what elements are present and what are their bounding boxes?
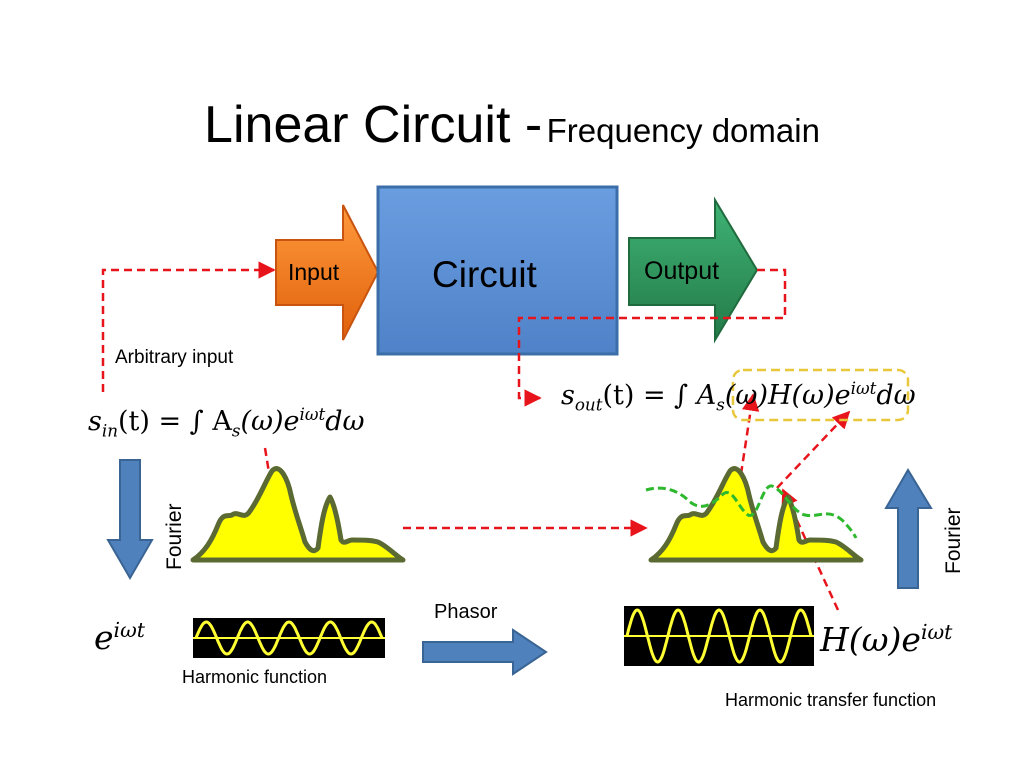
- harmonic-wave-small: [193, 618, 385, 658]
- fourier-up-arrow: [884, 468, 933, 589]
- phasor-label: Phasor: [434, 601, 498, 623]
- title-subtitle: Frequency domain: [546, 112, 820, 149]
- input-signal-equation: sin(t) = ∫ As(ω)eiωtdω: [88, 404, 365, 441]
- title-main: Linear Circuit -: [204, 96, 543, 154]
- phasor-arrow: [422, 628, 548, 676]
- harmonic-transfer-function-label: Harmonic transfer function: [725, 690, 937, 710]
- harmonic-function-label: Harmonic function: [182, 667, 328, 687]
- input-spectrum: [190, 466, 406, 563]
- output-arrow: [628, 196, 759, 344]
- fourier-label-left: Fourier: [163, 503, 186, 570]
- harmonic-wave-large: [624, 606, 814, 666]
- input-label: Input: [288, 259, 340, 285]
- fourier-down-arrow: [106, 459, 154, 580]
- output-spectrum: [648, 466, 864, 563]
- output-signal-equation: sout(t) = ∫ As(ω)H(ω)eiωtdω: [561, 378, 916, 415]
- slide-title: Linear Circuit - Frequency domain: [0, 95, 1024, 155]
- highlight-box: [731, 368, 910, 422]
- arbitrary-input-label: Arbitrary input: [115, 347, 234, 368]
- output-label: Output: [644, 257, 720, 285]
- circuit-box: [376, 185, 619, 356]
- input-arrow: [275, 204, 380, 341]
- transfer-equation: H(ω)eiωt: [820, 620, 953, 659]
- circuit-label: Circuit: [432, 254, 537, 295]
- fourier-label-right: Fourier: [942, 507, 965, 574]
- transfer-function-curve: [645, 484, 858, 539]
- harmonic-equation: eiωt: [94, 618, 145, 657]
